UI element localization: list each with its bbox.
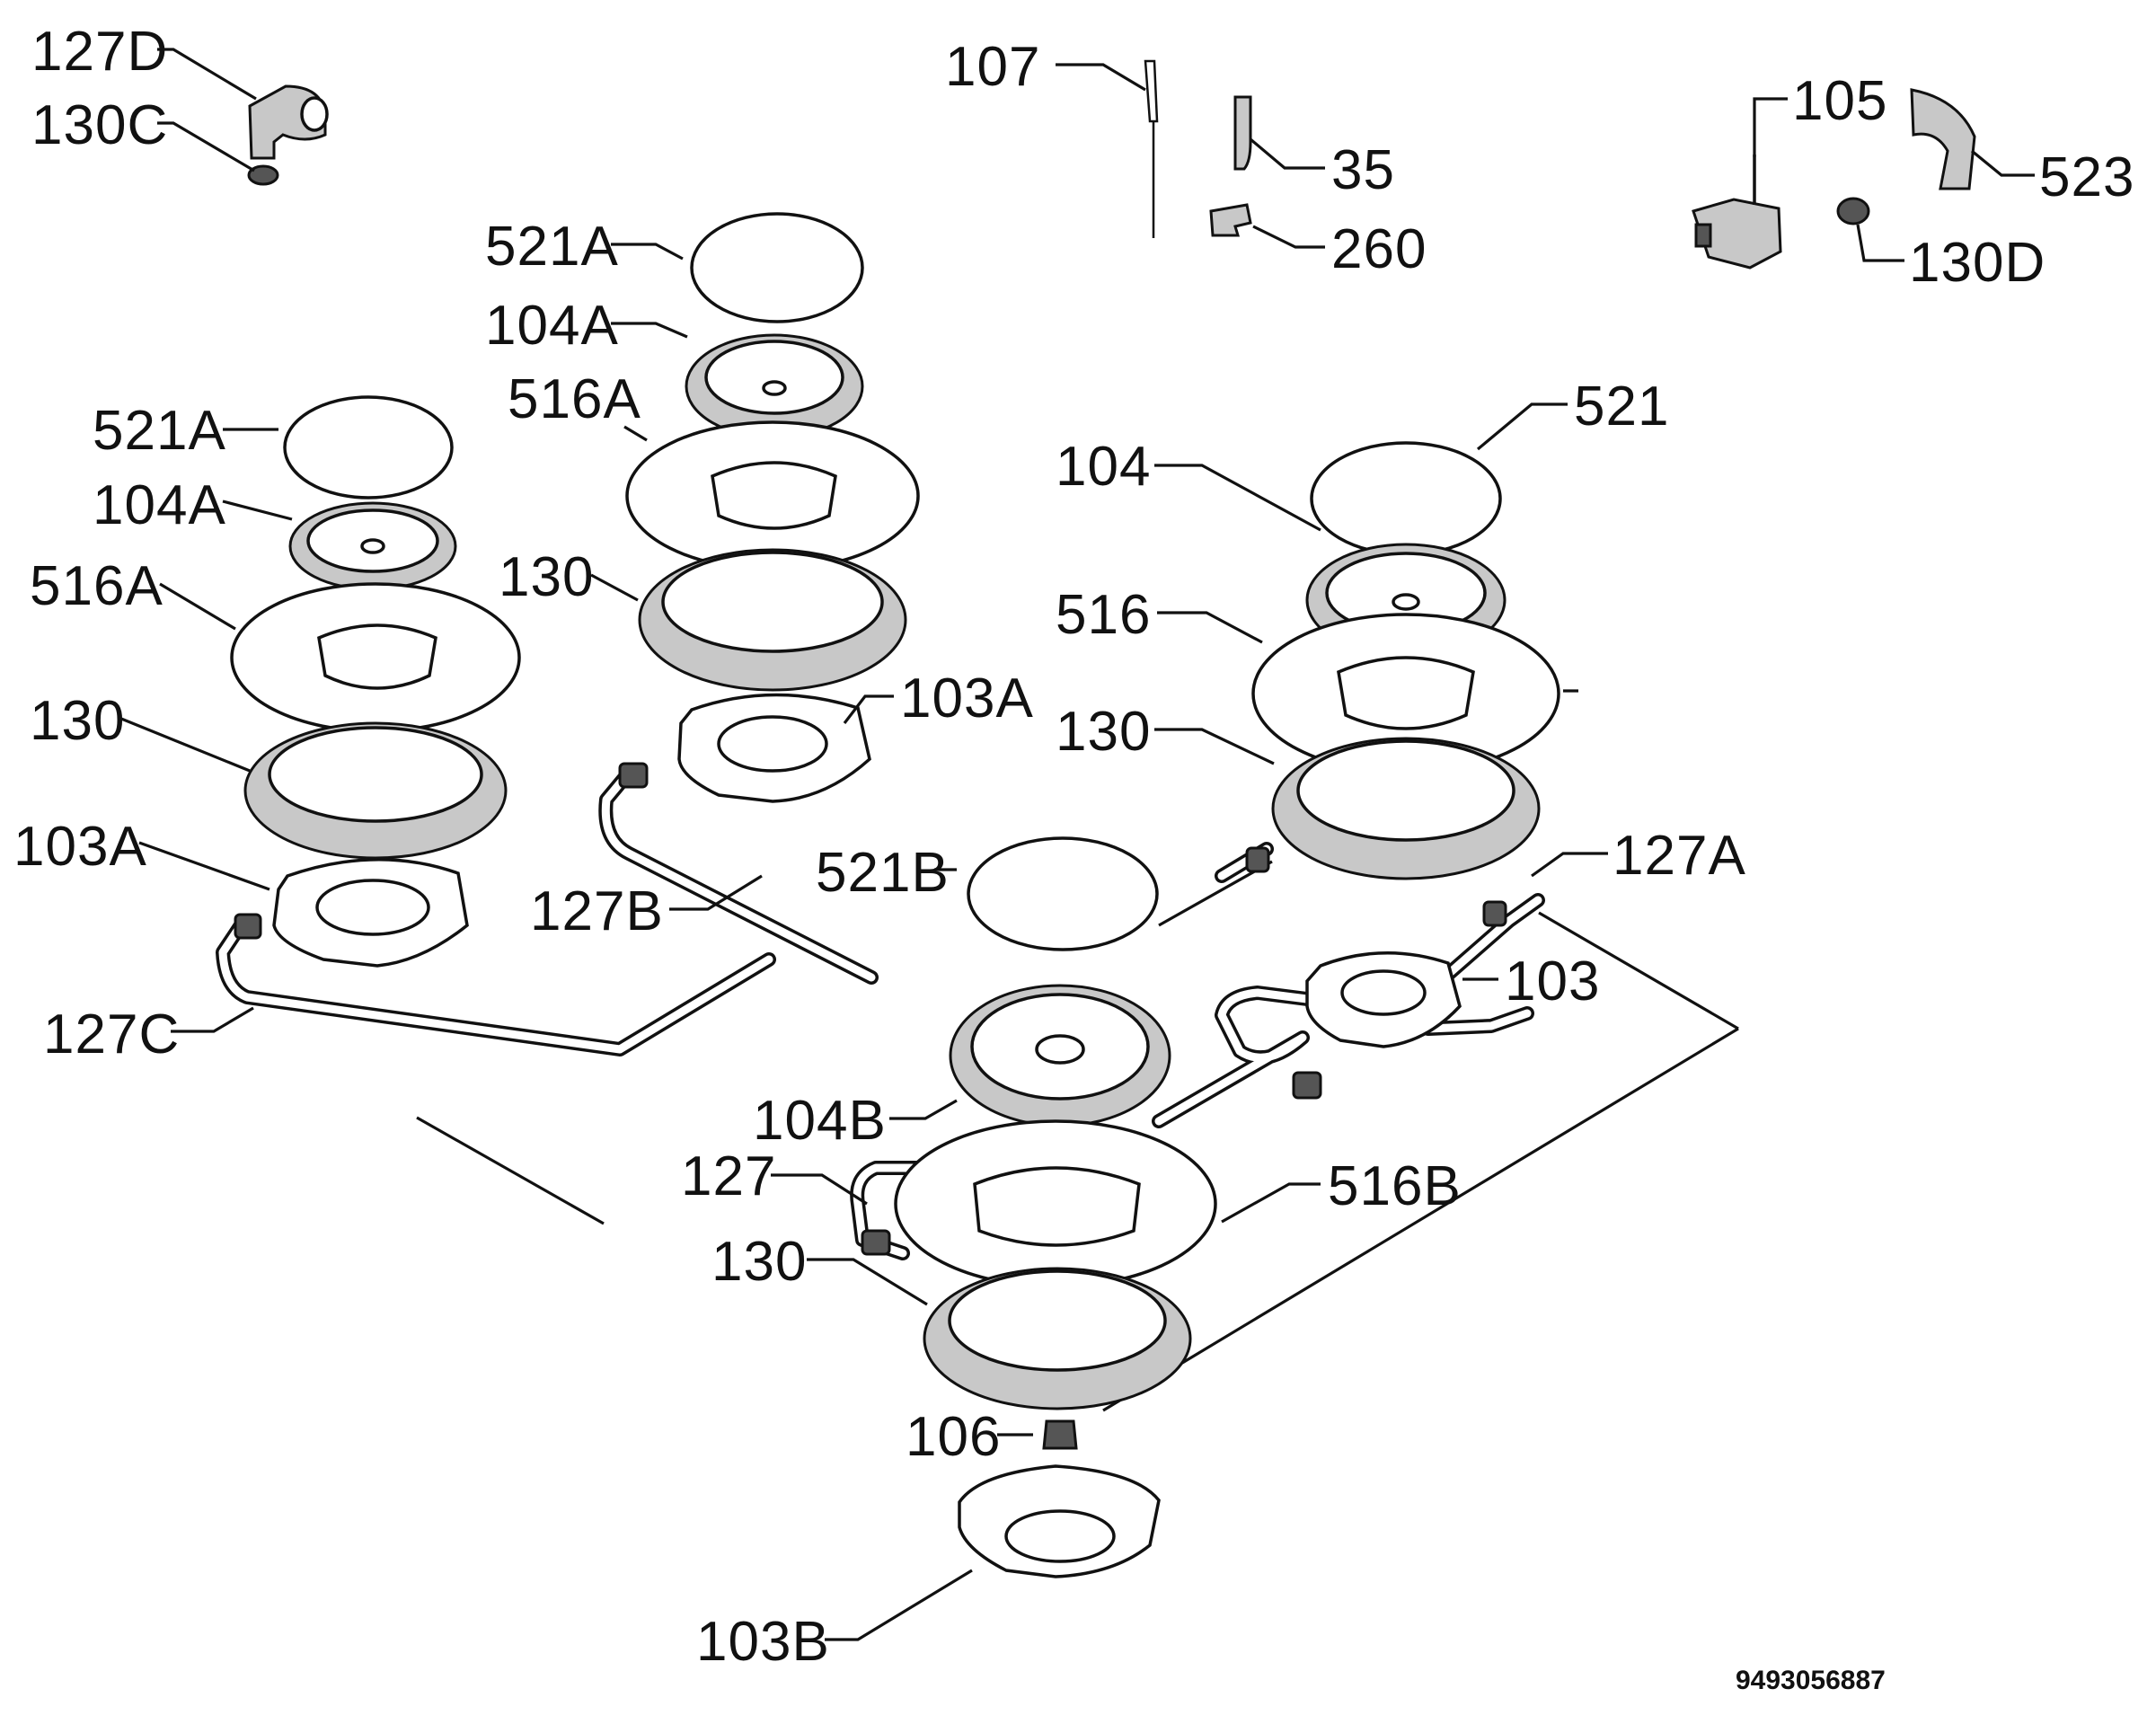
burner-stack-middle <box>625 212 920 803</box>
label-516b: 516B <box>1328 1155 1462 1217</box>
label-103: 103 <box>1505 950 1600 1012</box>
label-103a-left: 103A <box>13 816 147 878</box>
label-130-bottom: 130 <box>711 1231 807 1293</box>
burner-cap-521a-top <box>690 212 864 323</box>
burner-base-103a-left <box>272 857 469 968</box>
washer-130c <box>247 164 279 186</box>
gas-tubes <box>216 762 1545 1260</box>
label-104: 104 <box>1056 436 1151 498</box>
drawing-number: 9493056887 <box>1736 1666 1886 1695</box>
label-523: 523 <box>2039 146 2134 208</box>
label-103a-mid: 103A <box>900 667 1034 729</box>
label-516a-top: 516A <box>508 368 641 430</box>
spark-electrode-35 <box>1233 95 1252 171</box>
bracket-523 <box>1910 88 1976 190</box>
label-127: 127 <box>681 1145 776 1207</box>
burner-stack-bottom <box>894 836 1217 1578</box>
label-130c: 130C <box>31 94 168 156</box>
label-35: 35 <box>1331 139 1395 201</box>
small-parts <box>247 59 1976 270</box>
burner-cap-521a-left <box>283 395 454 500</box>
label-104a-top: 104A <box>485 295 619 357</box>
leader-lines <box>120 48 2035 1641</box>
washer-130d <box>1836 197 1870 225</box>
label-516a-left: 516A <box>30 555 163 617</box>
label-127b: 127B <box>530 880 664 942</box>
burner-base-103a-mid <box>677 693 871 803</box>
label-521: 521 <box>1574 376 1669 438</box>
burner-cap-521b <box>967 836 1159 951</box>
label-127c: 127C <box>43 1003 180 1065</box>
part-labels: 127D 130C 107 35 260 105 523 130D 521A 1… <box>13 21 2134 1695</box>
thermocouple-107 <box>1144 59 1159 238</box>
guide-lines <box>416 689 1739 1412</box>
injector-106 <box>1042 1419 1078 1450</box>
burner-stack-left <box>230 395 521 968</box>
label-130-left: 130 <box>30 690 125 752</box>
label-127d: 127D <box>31 21 168 83</box>
label-130-right: 130 <box>1056 701 1151 763</box>
label-130-mid: 130 <box>499 546 594 608</box>
label-260: 260 <box>1331 218 1427 280</box>
label-105: 105 <box>1792 70 1887 132</box>
burner-stack-right <box>1251 441 1560 880</box>
burner-cap-521 <box>1310 441 1502 556</box>
label-107: 107 <box>945 36 1040 98</box>
label-521a-left: 521A <box>93 400 226 462</box>
label-521a-top: 521A <box>485 216 619 278</box>
label-104b: 104B <box>753 1090 887 1152</box>
trim-ring-516a-left <box>230 582 521 733</box>
label-106: 106 <box>906 1406 1001 1468</box>
label-104a-left: 104A <box>93 474 226 536</box>
label-130d: 130D <box>1909 232 2046 294</box>
label-516: 516 <box>1056 584 1151 646</box>
label-127a: 127A <box>1613 825 1746 887</box>
burner-base-103 <box>1305 950 1462 1048</box>
label-521b: 521B <box>816 842 950 904</box>
trim-ring-516a-top <box>625 420 920 571</box>
label-103b: 103B <box>696 1611 830 1673</box>
trim-ring-516b <box>894 1119 1217 1288</box>
clip-260 <box>1209 203 1252 237</box>
gas-tap-105 <box>1692 198 1782 270</box>
